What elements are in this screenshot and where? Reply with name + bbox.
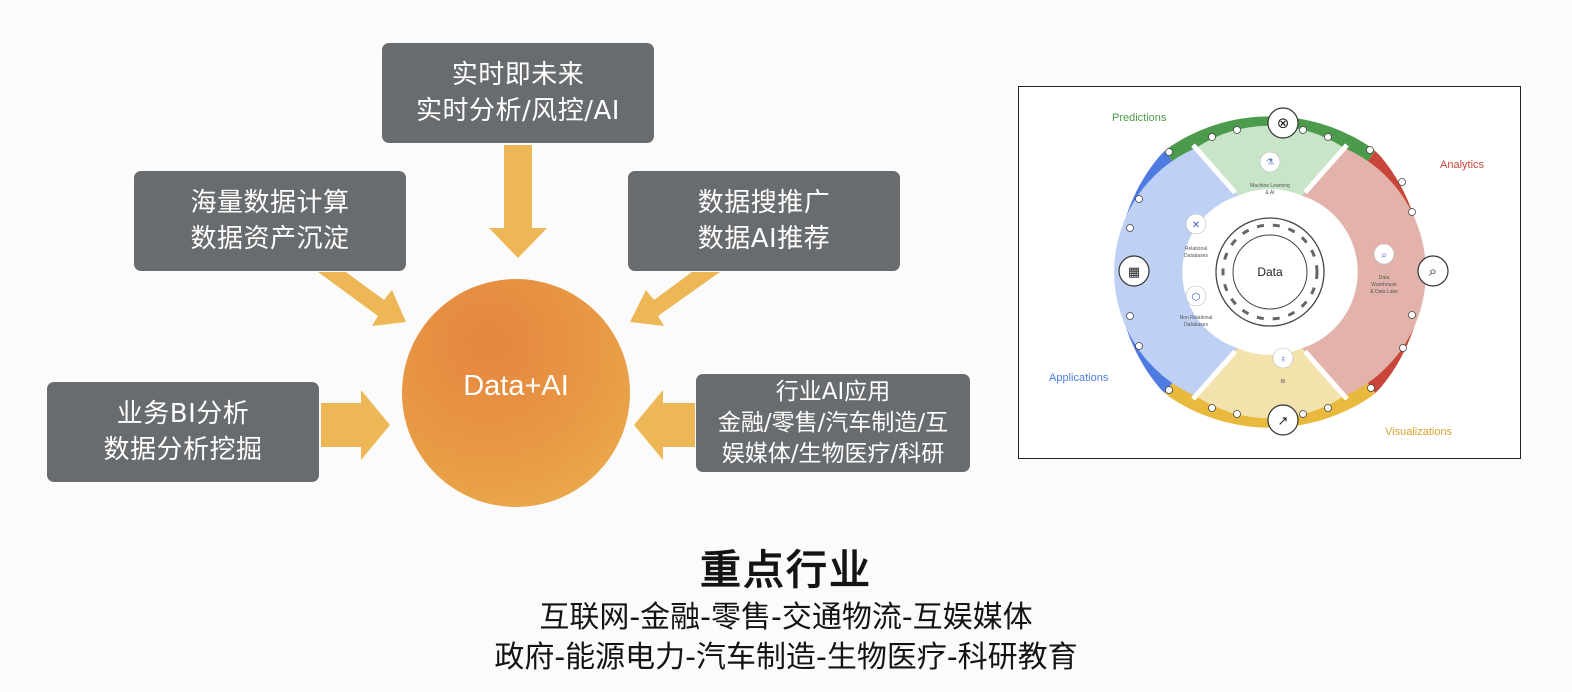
hub-label: Data+AI: [463, 369, 569, 402]
compute-box: 海量数据计算 数据资产沉淀: [134, 171, 406, 271]
realtime-line1: 实时即未来: [451, 60, 585, 90]
data-wheel: Data ⚗ Machine Learning & AI ✕ Relationa…: [1049, 107, 1485, 438]
analytics-icon: [1417, 255, 1449, 287]
industry-box: 行业AI应用 金融/零售/汽车制造/互 娱媒体/生物医疗/科研: [696, 374, 970, 472]
predictions-label: Predictions: [1112, 112, 1167, 124]
svg-text:⌕: ⌕: [1381, 250, 1387, 261]
search-box: 数据搜推广 数据AI推荐: [628, 171, 900, 271]
nonrelational-label-1: Non Relational: [1180, 315, 1213, 321]
data-center-label: Data: [1257, 265, 1283, 279]
data-ai-hub: Data+AI: [402, 279, 630, 507]
svg-text:⚗: ⚗: [1266, 157, 1274, 167]
search-line1: 数据搜推广: [697, 188, 831, 218]
arrow-down: [489, 145, 547, 258]
arrow-right: [321, 390, 390, 460]
svg-text:↗: ↗: [1278, 414, 1289, 429]
svg-text:⌕: ⌕: [1429, 262, 1437, 280]
inner-blue: [1114, 148, 1238, 396]
realtime-line2: 实时分析/风控/AI: [416, 96, 620, 126]
bi-inner-label: BI: [1281, 379, 1286, 385]
compute-line2: 数据资产沉淀: [190, 224, 350, 254]
realtime-box: 实时即未来 实时分析/风控/AI: [382, 43, 654, 143]
inner-red: [1302, 148, 1426, 396]
svg-text:✕: ✕: [1192, 220, 1200, 231]
bi-box: 业务BI分析 数据分析挖掘: [47, 382, 319, 482]
industries-line-2: 政府-能源电力-汽车制造-生物医疗-科研教育: [494, 640, 1078, 675]
ml-label-1: Machine Learning: [1250, 183, 1290, 189]
applications-icon: [1118, 255, 1150, 287]
compute-line1: 海量数据计算: [190, 188, 350, 218]
visualizations-label: Visualizations: [1385, 426, 1453, 438]
nonrelational-label-2: Databases: [1184, 322, 1208, 328]
key-industries-title: 重点行业: [700, 546, 872, 594]
analytics-label: Analytics: [1440, 159, 1485, 171]
arrows: [318, 145, 720, 460]
data-wheel-image: Data ⚗ Machine Learning & AI ✕ Relationa…: [1018, 86, 1521, 459]
industry-line2: 金融/零售/汽车制造/互: [717, 409, 949, 436]
predictions-icon: [1267, 107, 1299, 139]
relational-label-2: Databases: [1184, 253, 1208, 259]
bi-line1: 业务BI分析: [116, 399, 250, 429]
visualizations-icon: [1267, 404, 1299, 436]
relational-label-1: Relational: [1185, 246, 1207, 252]
dw-label-2: Warehouse: [1371, 282, 1397, 288]
bi-line2: 数据分析挖掘: [103, 435, 263, 465]
svg-text:⊗: ⊗: [1277, 114, 1290, 132]
dw-label-1: Data: [1379, 275, 1390, 281]
industry-line3: 娱媒体/生物医疗/科研: [721, 440, 945, 467]
industries-line-1: 互联网-金融-零售-交通物流-互娱媒体: [539, 600, 1033, 635]
svg-text:▦: ▦: [1128, 265, 1140, 280]
svg-text:♁: ♁: [1279, 354, 1287, 365]
applications-label: Applications: [1049, 372, 1109, 384]
arrow-down-right: [318, 272, 406, 326]
arrow-left: [634, 390, 695, 460]
ml-label-2: & AI: [1265, 190, 1274, 196]
industry-line1: 行业AI应用: [775, 378, 891, 405]
dw-label-3: & Data Lake: [1370, 289, 1398, 295]
inner-yellow: [1195, 348, 1345, 419]
search-line2: 数据AI推荐: [697, 224, 831, 254]
svg-text:⬡: ⬡: [1192, 292, 1201, 303]
arrow-down-left: [630, 272, 720, 326]
